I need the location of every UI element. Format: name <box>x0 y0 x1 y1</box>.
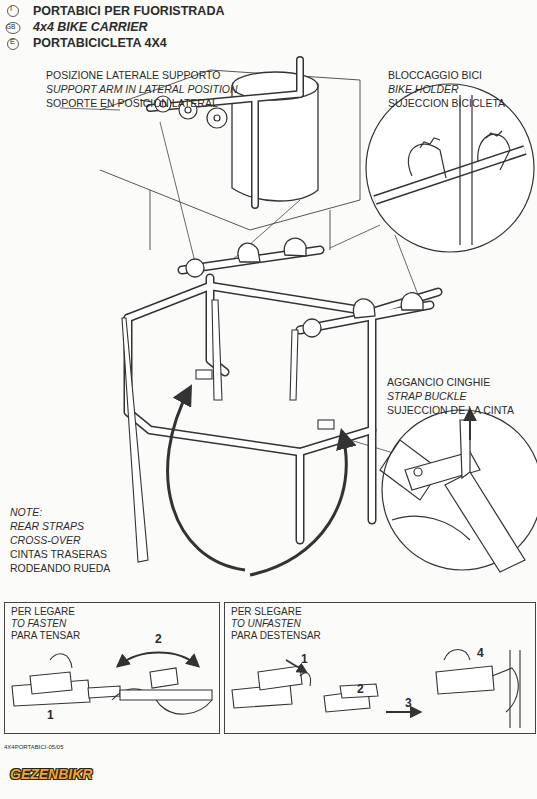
step-number: 3 <box>405 697 412 711</box>
language-mark: E <box>10 38 15 47</box>
step-number: 4 <box>477 647 484 661</box>
note: CINTAS TRASERAS <box>10 548 107 560</box>
note: RODEANDO RUEDA <box>10 562 110 574</box>
step-number: 1 <box>301 653 308 667</box>
language-mark: I <box>10 5 12 14</box>
panel-heading: TO UNFASTEN <box>231 618 301 630</box>
bike-cradle <box>186 238 423 337</box>
heading: 4x4 BIKE CARRIER <box>33 20 148 34</box>
language-mark <box>8 6 19 17</box>
heading: PORTABICI PER FUORISTRADA <box>33 4 224 18</box>
step-number: 1 <box>47 709 54 723</box>
note: REAR STRAPS <box>10 520 84 532</box>
crossover-arrow <box>168 388 347 575</box>
callout-title: BLOCCAGGIO BICI <box>388 69 482 81</box>
watermark: GEZENBIKR <box>10 766 92 782</box>
callout-title: SUJECCION DE LA CINTA <box>387 404 514 416</box>
callout-title: AGGANCIO CINGHIE <box>387 376 490 388</box>
panel-heading: PARA TENSAR <box>11 630 80 642</box>
heading: PORTABICICLETA 4X4 <box>33 36 167 50</box>
language-mark <box>8 39 19 50</box>
panel-heading: PER LEGARE <box>11 606 75 618</box>
strap <box>122 300 334 562</box>
step-number: 2 <box>357 683 364 697</box>
panel-heading: TO FASTEN <box>11 618 66 630</box>
callout-title: SOPORTE EN POSICION LATERAL <box>46 97 218 109</box>
motion-arrow <box>118 653 198 667</box>
note: CROSS-OVER <box>10 534 81 546</box>
detail-circle <box>366 84 534 252</box>
instruction-panel: PER SLEGARETO UNFASTENPARA DESTENSAR 1 2 3 4 <box>224 602 536 734</box>
callout-title: SUPPORT ARM IN LATERAL POSITION <box>46 83 238 95</box>
callout-title: POSIZIONE LATERALE SUPPORTO <box>46 69 220 81</box>
panel-heading: PER SLEGARE <box>231 606 302 618</box>
footer-code: 4X4PORTABICI-05/05 <box>4 744 63 751</box>
panel-heading: PARA DESTENSAR <box>231 630 321 642</box>
language-mark <box>6 23 20 34</box>
spare-wheel <box>232 72 318 201</box>
language-mark: GB <box>6 23 15 30</box>
callout-title: STRAP BUCKLE <box>387 390 467 402</box>
ratchet-fasten <box>12 654 212 714</box>
note: NOTE: <box>10 506 42 518</box>
bike-holder-detail <box>375 95 525 245</box>
callout-title: SUJECCION BICICLETA <box>388 97 505 109</box>
ratchet-unfasten <box>232 650 520 729</box>
instruction-panel: PER LEGARETO FASTENPARA TENSAR 1 2 <box>4 602 220 734</box>
callout-title: BIKE HOLDER <box>388 83 459 95</box>
step-number: 2 <box>155 633 162 647</box>
strap-buckle-detail <box>380 410 525 572</box>
